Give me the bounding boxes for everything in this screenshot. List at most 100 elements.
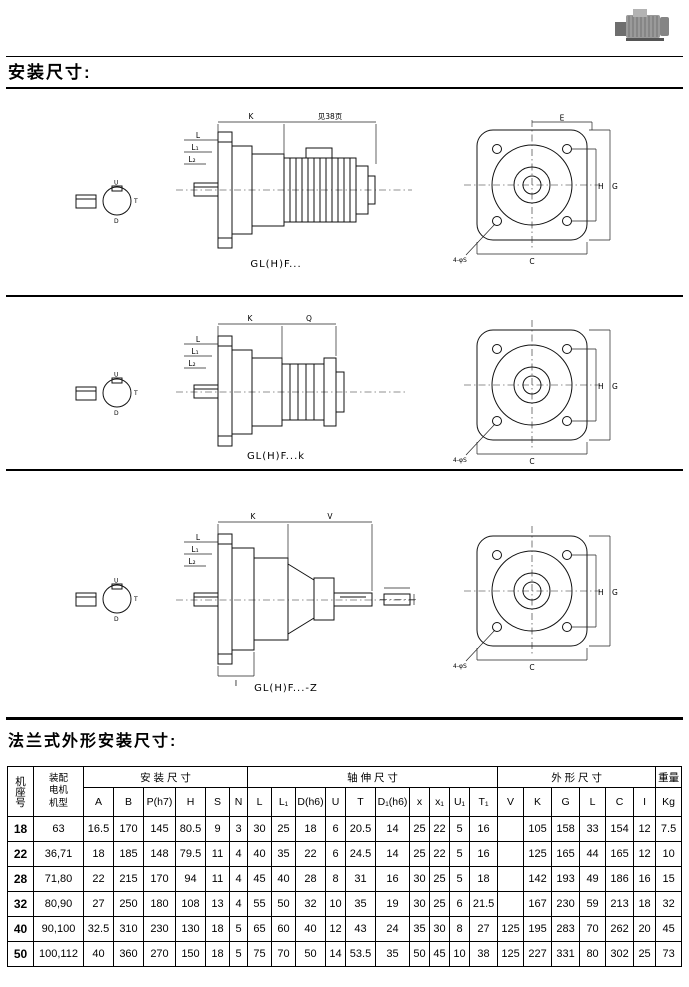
dim-label-l2: L₂ — [188, 359, 195, 368]
value-cell: 75 — [247, 941, 273, 967]
flange-view: H G C 4-φS — [453, 320, 618, 466]
value-cell: 5 — [449, 816, 471, 842]
value-cell: 50 — [271, 891, 297, 917]
value-cell: 195 — [523, 916, 553, 942]
value-cell — [497, 891, 525, 917]
dim-label-u: U — [114, 372, 118, 379]
value-cell: 12 — [325, 916, 347, 942]
value-cell: 80,90 — [33, 891, 84, 917]
value-cell: 22 — [429, 841, 451, 867]
value-cell: 142 — [523, 866, 553, 892]
column-header: K — [523, 787, 553, 817]
value-cell: 262 — [605, 916, 635, 942]
value-cell: 36,71 — [33, 841, 84, 867]
dim-label-l2: L₂ — [188, 155, 195, 164]
dim-label-h: H — [598, 182, 604, 191]
weight-unit-header: Kg — [655, 787, 683, 817]
value-cell: 170 — [143, 866, 176, 892]
dim-label-d: D — [114, 218, 119, 224]
column-header: V — [497, 787, 525, 817]
dim-label-d: D — [114, 410, 119, 416]
column-header: H — [175, 787, 206, 817]
group-header-shaft: 轴 伸 尺 寸 — [247, 766, 499, 788]
value-cell: 22 — [295, 841, 327, 867]
value-cell: 125 — [497, 941, 525, 967]
divider — [6, 469, 683, 471]
value-cell: 12 — [633, 816, 657, 842]
value-cell: 18 — [295, 816, 327, 842]
value-cell: 158 — [551, 816, 581, 842]
value-cell: 90,100 — [33, 916, 84, 942]
value-cell: 44 — [579, 841, 607, 867]
dim-label-c: C — [529, 257, 534, 266]
value-cell: 25 — [271, 816, 297, 842]
dim-label-h: H — [598, 588, 604, 597]
value-cell: 30 — [409, 866, 431, 892]
value-cell: 70 — [579, 916, 607, 942]
value-cell: 10 — [655, 841, 683, 867]
value-cell: 50 — [295, 941, 327, 967]
table-group-header-row: 机座号 装配电机机型 安 装 尺 寸 轴 伸 尺 寸 外 形 尺 寸 重量 — [7, 766, 683, 817]
value-cell: 145 — [143, 816, 176, 842]
divider — [6, 56, 683, 57]
value-cell: 7.5 — [655, 816, 683, 842]
column-header: P(h7) — [143, 787, 176, 817]
column-header: G — [551, 787, 581, 817]
column-header: T₁ — [469, 787, 499, 817]
value-cell: 16 — [469, 841, 499, 867]
side-view-reducer: K Q L L₁ L₂ GL(H)F...k — [176, 314, 408, 462]
value-cell: 55 — [247, 891, 273, 917]
value-cell: 24 — [375, 916, 411, 942]
value-cell: 12 — [633, 841, 657, 867]
value-cell: 148 — [143, 841, 176, 867]
value-cell: 30 — [247, 816, 273, 842]
value-cell: 331 — [551, 941, 581, 967]
column-header: T — [345, 787, 377, 817]
value-cell: 32.5 — [83, 916, 114, 942]
bolt-holes-label: 4-φS — [453, 663, 467, 670]
value-cell: 5 — [449, 866, 471, 892]
value-cell: 108 — [175, 891, 206, 917]
side-view-gearmotor: K 见38页 L L₁ L₂ GL(H)F... — [176, 112, 412, 270]
value-cell: 32 — [655, 891, 683, 917]
value-cell: 19 — [375, 891, 411, 917]
dim-label-c: C — [529, 663, 534, 672]
dim-label-h: H — [598, 382, 604, 391]
dim-label-g: G — [612, 382, 618, 391]
dim-label-u: U — [114, 578, 118, 585]
value-cell: 100,112 — [33, 941, 84, 967]
value-cell — [497, 866, 525, 892]
value-cell: 25 — [429, 866, 451, 892]
column-header: U₁ — [449, 787, 471, 817]
shaft-section-symbol: U T D — [75, 372, 138, 416]
value-cell: 14 — [375, 841, 411, 867]
column-header: x₁ — [429, 787, 451, 817]
value-cell: 53.5 — [345, 941, 377, 967]
motor-col-header: 装配电机机型 — [33, 766, 84, 817]
value-cell: 3 — [228, 816, 249, 842]
dim-label-l1: L₁ — [191, 545, 198, 554]
dim-label-k: K — [251, 512, 257, 521]
value-cell: 28 — [295, 866, 327, 892]
column-header: D(h6) — [295, 787, 327, 817]
dim-label-t: T — [133, 390, 138, 397]
dim-label-d: D — [114, 616, 119, 622]
section-title: 法兰式外形安装尺寸: — [8, 733, 178, 750]
value-cell: 25 — [409, 816, 431, 842]
drawing-caption: GL(H)F...-Z — [254, 683, 318, 694]
value-cell: 4 — [228, 841, 249, 867]
value-cell — [497, 841, 525, 867]
column-header: S — [205, 787, 230, 817]
dim-label-v: V — [327, 512, 333, 521]
value-cell: 5 — [449, 841, 471, 867]
value-cell: 25 — [429, 891, 451, 917]
value-cell: 10 — [449, 941, 471, 967]
column-header: L — [579, 787, 607, 817]
value-cell: 310 — [113, 916, 144, 942]
drawing-section-1: U T D K 见38页 L L₁ L₂ GL(H)F... — [0, 92, 689, 295]
value-cell: 15 — [655, 866, 683, 892]
dim-label-l1: L₁ — [191, 143, 198, 152]
value-cell: 180 — [143, 891, 176, 917]
page-title: 安装尺寸: — [8, 63, 92, 82]
value-cell: 40 — [271, 866, 297, 892]
